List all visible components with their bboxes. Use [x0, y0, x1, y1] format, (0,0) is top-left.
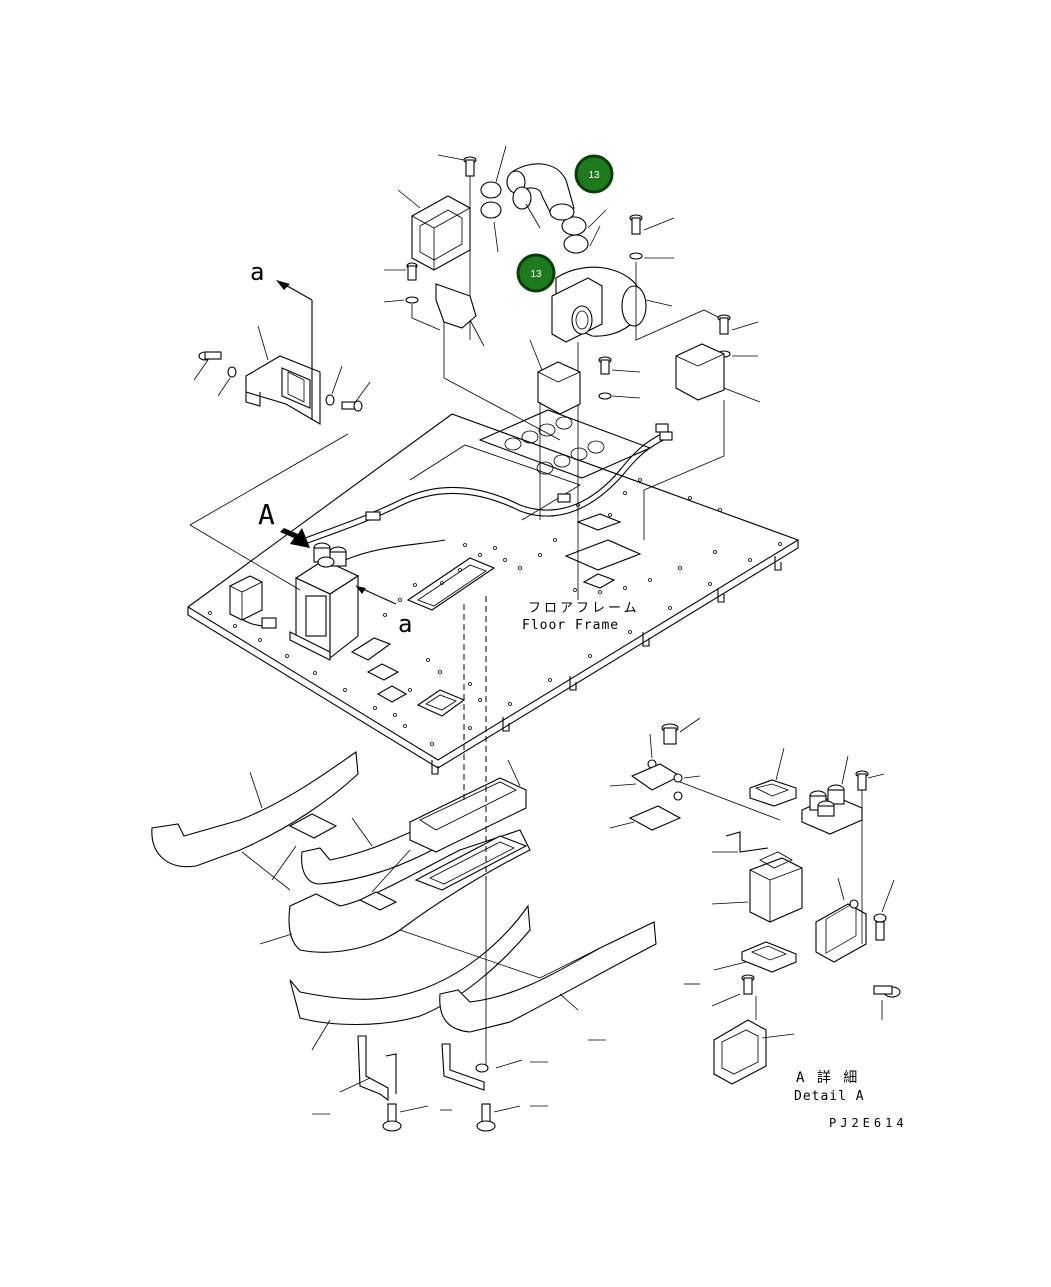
detail-A: [609, 717, 901, 1085]
floor-ducts: [151, 751, 657, 1051]
part-callout-13-lower-number: 13: [530, 269, 542, 280]
part-callout-13-lower[interactable]: 13: [516, 253, 556, 293]
detail-A-label: A 詳 細 Detail A: [794, 1070, 865, 1104]
floor-frame-label: フロアフレーム Floor Frame: [522, 601, 640, 633]
floor-frame-label-jp: フロアフレーム: [528, 601, 640, 616]
section-marker-a-floor: a: [355, 585, 412, 638]
part-callout-13-upper[interactable]: 13: [574, 154, 614, 194]
detail-label-en: Detail A: [794, 1089, 865, 1104]
view-label-A: A: [258, 498, 275, 531]
part-callout-13-upper-number: 13: [588, 170, 600, 181]
hose-elbow: [506, 163, 575, 229]
drawing-code: PJ2E614: [829, 1116, 908, 1130]
control-unit-assembly: [229, 542, 360, 661]
dashed-guides: [463, 596, 487, 1070]
blower-motor: [551, 266, 673, 600]
view-arrow-A: A: [258, 498, 310, 548]
right-upper-bracket: [629, 214, 761, 540]
detail-label-jp: A 詳 細: [796, 1070, 859, 1086]
section-label-a-top: a: [250, 258, 264, 286]
floor-frame-label-en: Floor Frame: [522, 618, 619, 633]
hose-clamps: [480, 145, 607, 254]
section-label-a-floor: a: [398, 610, 412, 638]
lower-brackets: [312, 1035, 606, 1132]
upper-duct-box: [383, 154, 561, 441]
blower-bracket: [529, 339, 641, 520]
floor-frame: [187, 409, 800, 775]
left-duct-bracket: a: [193, 258, 371, 425]
